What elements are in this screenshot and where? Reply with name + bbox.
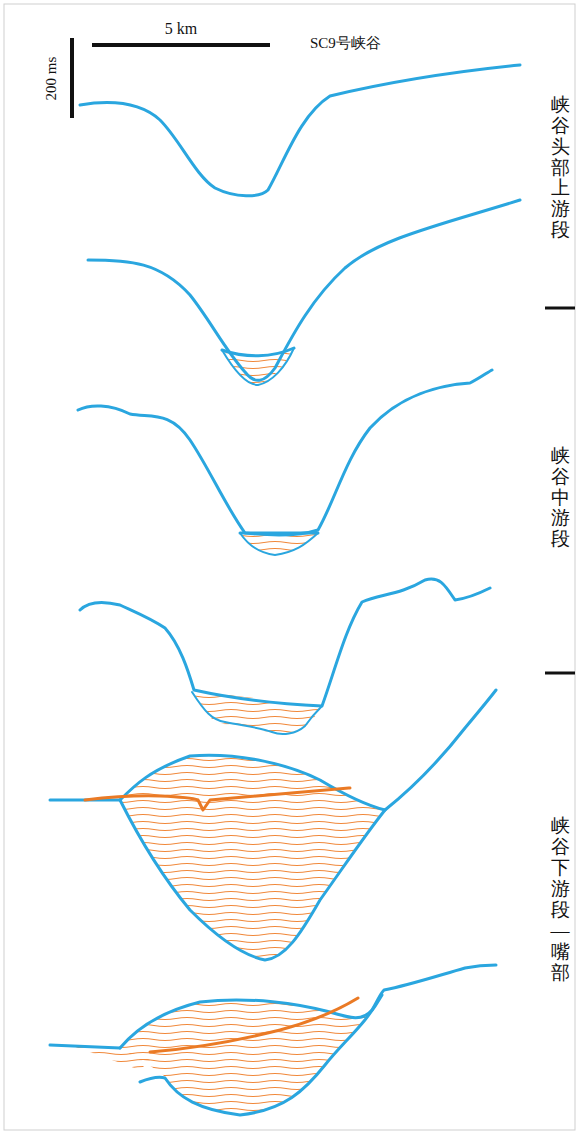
canyon-fill [120,755,385,960]
scale-label: 5 km [165,20,197,38]
canyon-profile [88,200,520,380]
canyon-profile [80,65,520,196]
canyon-profile [120,965,496,1048]
seafloor [50,1045,120,1048]
canyon-floor [140,995,382,1115]
canyon-profile [80,579,490,706]
scale-label: 200 ms [43,56,60,100]
title: SC9号峡谷 [310,34,381,53]
fill-top [222,348,294,356]
section-label: 峡谷头部上游段 [551,95,570,241]
canyon-floor [192,692,322,734]
vertical-scale-bar [70,38,74,118]
canyon-floor [222,348,294,385]
canyon-profile [78,370,492,535]
canyon-fill [192,690,322,734]
fill-top [240,532,318,535]
orange-surface [150,998,358,1052]
section-label: 峡谷下游段—嘴部 [551,816,570,983]
horizontal-scale-bar [92,43,270,47]
section-label: 峡谷中游段 [551,446,570,550]
frame [4,4,575,1130]
orange-surface [85,788,350,810]
canyon-floor [120,800,385,960]
section-tick [545,672,575,675]
canyon-floor [240,533,318,555]
section-tick [545,307,575,310]
